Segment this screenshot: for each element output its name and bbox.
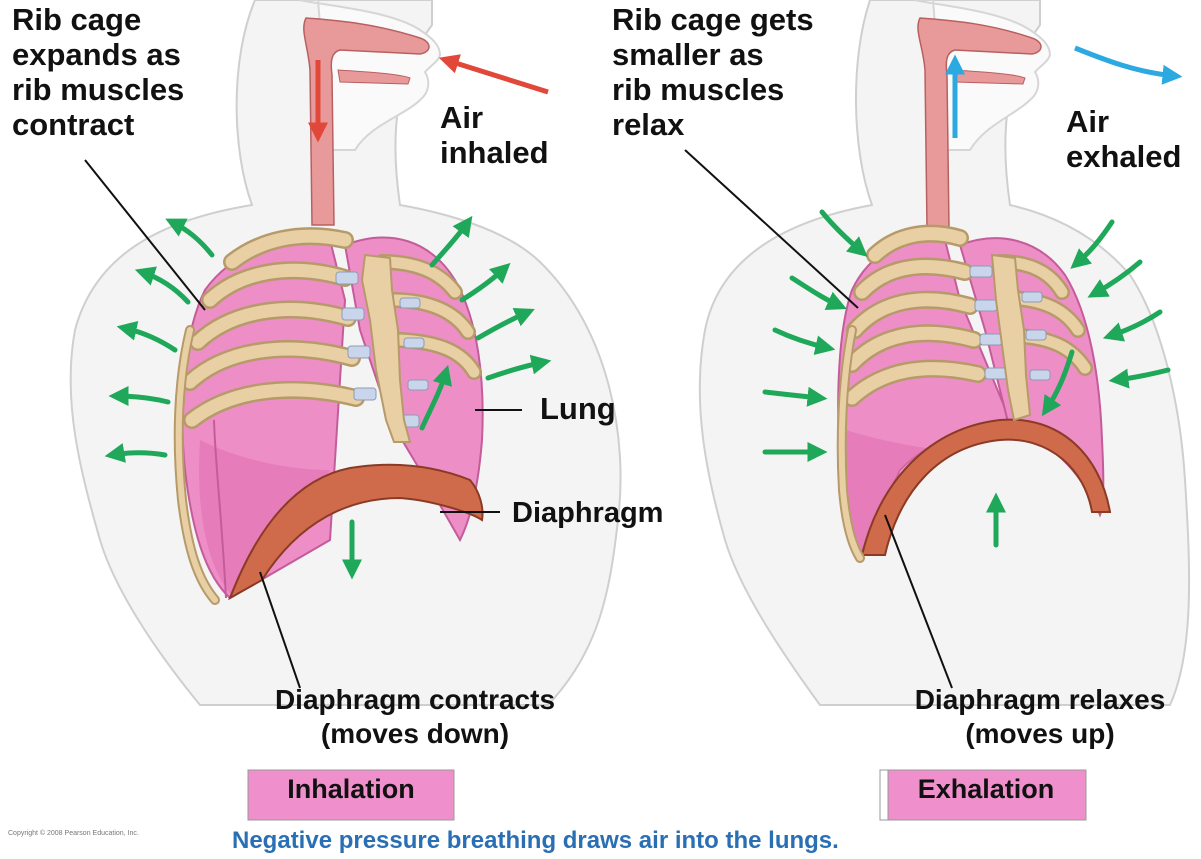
exhalation-bottom-label-line: (moves up) (880, 717, 1200, 751)
inhalation-air-label-line: Air (440, 100, 580, 135)
exhalation-rib-label-line: rib muscles (612, 72, 872, 107)
copyright-text: Copyright © 2008 Pearson Education, Inc. (8, 830, 139, 837)
exhalation-air-arrow (1075, 48, 1175, 76)
inhalation-title: Inhalation (248, 764, 454, 814)
exhalation-title: Exhalation (886, 764, 1086, 814)
inhalation-air-label-line: inhaled (440, 135, 580, 170)
inhalation-rib-label-line: contract (12, 107, 252, 142)
inhalation-bottom-label-line: Diaphragm contracts (235, 683, 595, 717)
inhalation-rib-label-line: Rib cage (12, 2, 252, 37)
inhalation-bottom-label: Diaphragm contracts (moves down) (235, 683, 595, 751)
exhalation-air-label: Air exhaled (1066, 104, 1201, 174)
inhalation-rib-label-line: expands as (12, 37, 252, 72)
exhalation-rib-label: Rib cage gets smaller as rib muscles rel… (612, 2, 872, 142)
inhalation-air-arrow (446, 60, 548, 92)
diaphragm-label: Diaphragm (512, 496, 663, 531)
exhalation-rib-label-line: smaller as (612, 37, 872, 72)
lung-label: Lung (540, 391, 616, 426)
exhalation-air-label-line: exhaled (1066, 139, 1201, 174)
exhalation-bottom-label: Diaphragm relaxes (moves up) (880, 683, 1200, 751)
exhalation-rib-label-line: Rib cage gets (612, 2, 872, 37)
inhalation-rib-label-line: rib muscles (12, 72, 252, 107)
exhalation-rib-label-line: relax (612, 107, 872, 142)
inhalation-rib-label: Rib cage expands as rib muscles contract (12, 2, 252, 142)
expansion-arrow (112, 453, 165, 455)
exhalation-bottom-label-line: Diaphragm relaxes (880, 683, 1200, 717)
exhalation-air-label-line: Air (1066, 104, 1201, 139)
inhalation-air-label: Air inhaled (440, 100, 580, 170)
figure-caption: Negative pressure breathing draws air in… (232, 827, 839, 855)
inhalation-bottom-label-line: (moves down) (235, 717, 595, 751)
